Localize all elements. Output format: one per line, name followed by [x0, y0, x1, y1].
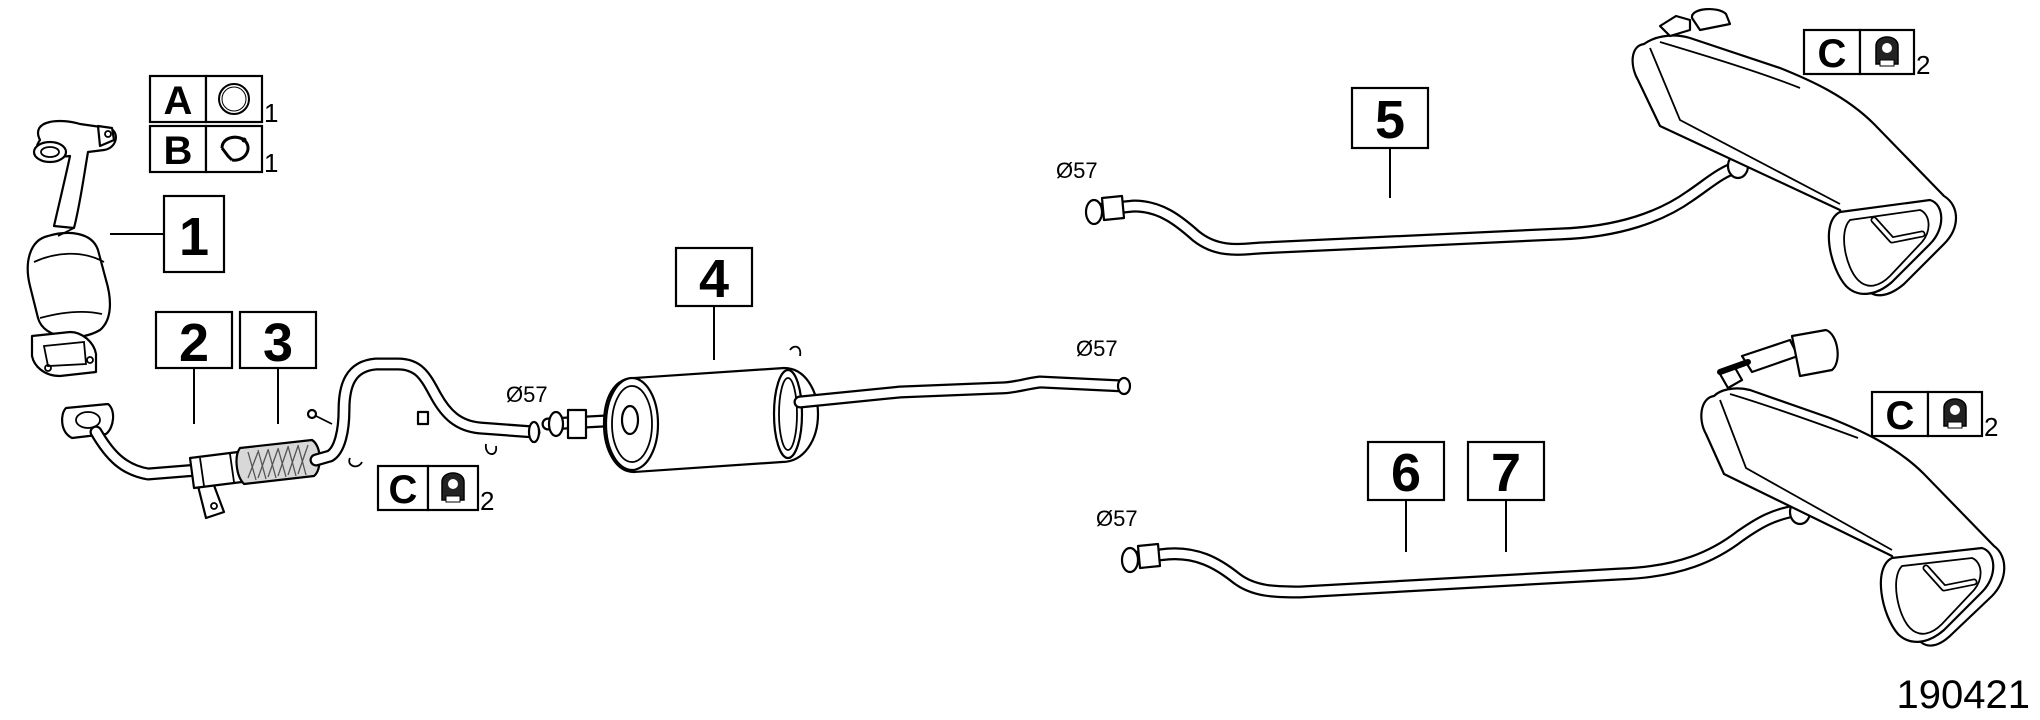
callout-5-label: 5	[1375, 90, 1405, 150]
diameter-label-centre-outlet: Ø57	[1076, 336, 1118, 361]
rubber-hanger-icon	[1875, 36, 1899, 67]
rubber-hanger-icon	[1943, 398, 1967, 429]
rear-silencer-upper-drawing	[1084, 8, 1958, 297]
callout-3: 3	[238, 310, 318, 373]
legend-a-qty: 1	[264, 98, 278, 128]
legend-c-letter: C	[1886, 394, 1915, 438]
diameter-label-front: Ø57	[506, 382, 548, 407]
legend-c-qty: 2	[1984, 412, 1998, 442]
legend-a-letter: A	[164, 79, 193, 123]
legend-item-c-front: C 2	[376, 464, 494, 516]
legend-c-letter: C	[389, 468, 418, 512]
figure-code: 190421	[1897, 673, 2030, 717]
centre-silencer-drawing	[541, 345, 1132, 474]
catalytic-converter-drawing	[26, 119, 117, 378]
legend-b-letter: B	[164, 129, 193, 173]
diameter-label-rear-lower: Ø57	[1096, 506, 1138, 531]
legend-c-qty: 2	[480, 486, 494, 516]
diameter-label-rear-upper: Ø57	[1056, 158, 1098, 183]
callout-1-label: 1	[179, 207, 209, 267]
legend-c-letter: C	[1818, 32, 1847, 76]
legend-item-a: A 1	[148, 74, 278, 128]
callout-6-label: 6	[1391, 443, 1421, 503]
callout-4: 4	[674, 246, 754, 309]
legend-item-b: B 1	[148, 124, 278, 178]
legend-b-qty: 1	[264, 148, 278, 178]
legend-c-qty: 2	[1916, 50, 1930, 80]
callout-1: 1	[162, 194, 226, 274]
gasket-ring-icon	[218, 83, 250, 115]
legend-item-c-lower: C 2	[1870, 390, 1998, 442]
callout-5: 5	[1350, 86, 1430, 150]
legend-item-c-upper: C 2	[1802, 28, 1930, 80]
front-pipe-drawing	[60, 357, 541, 520]
callout-7-label: 7	[1491, 443, 1521, 503]
callout-2: 2	[154, 310, 234, 373]
clamp-icon	[220, 135, 250, 162]
callout-7: 7	[1466, 440, 1546, 503]
rear-silencer-lower-drawing	[1120, 328, 2006, 647]
callout-2-label: 2	[179, 313, 209, 373]
callout-4-label: 4	[699, 249, 729, 309]
rubber-hanger-icon	[441, 472, 465, 503]
callout-3-label: 3	[263, 313, 293, 373]
callout-6: 6	[1366, 440, 1446, 503]
